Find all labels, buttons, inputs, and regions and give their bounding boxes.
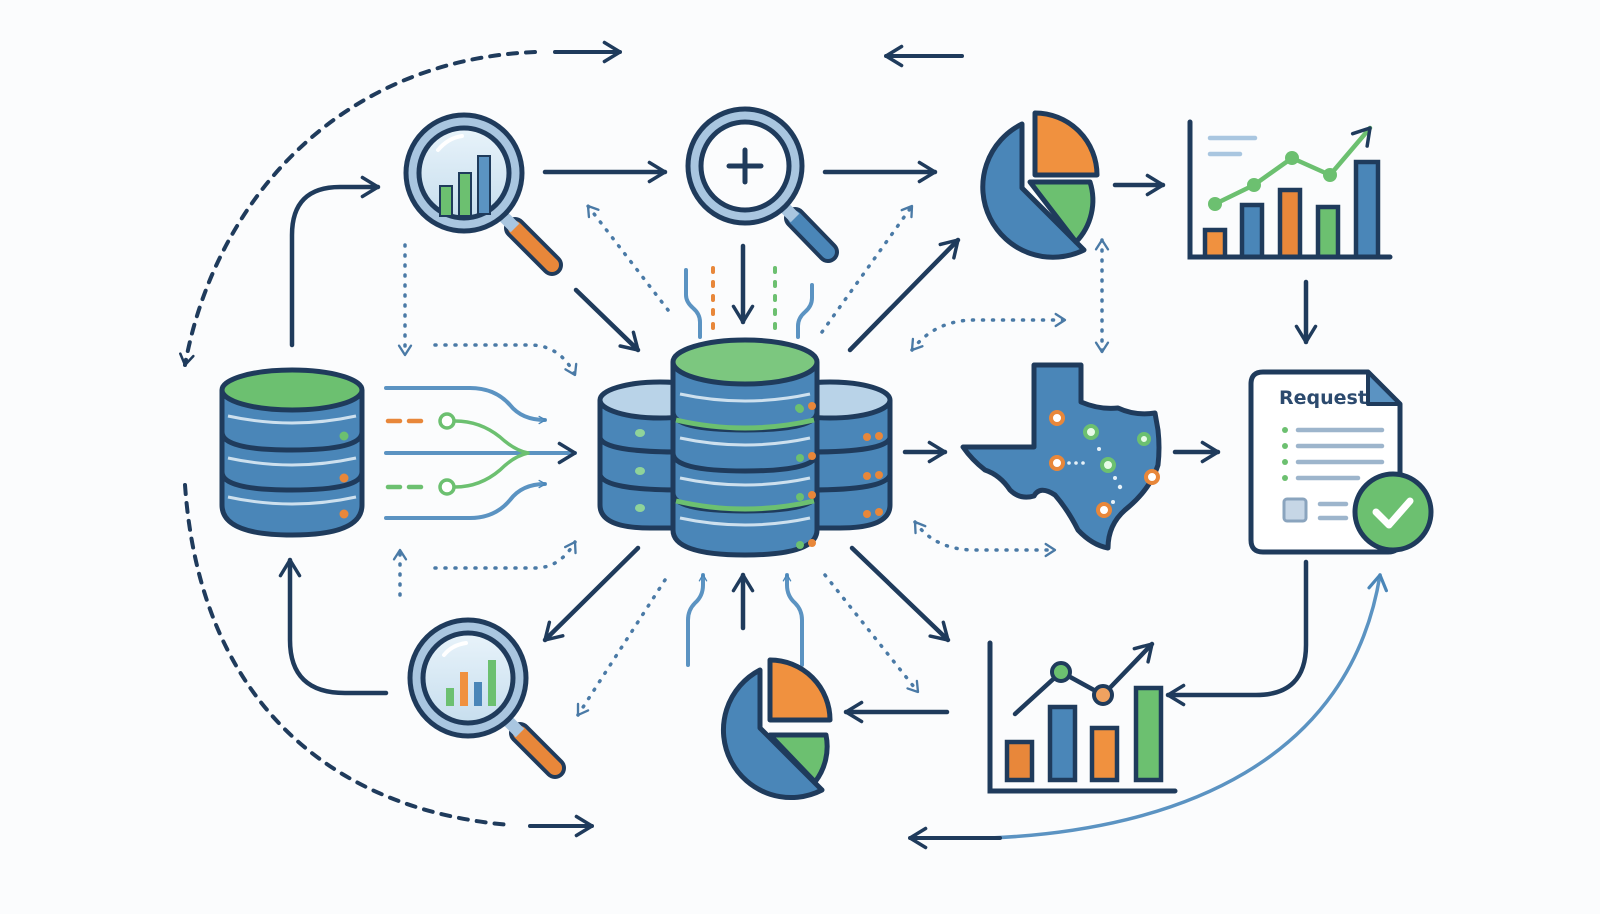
data-stream-lines-bottom bbox=[686, 573, 804, 667]
outer-dashed-loop-bottom bbox=[183, 483, 594, 838]
source-database-icon[interactable] bbox=[219, 367, 365, 538]
request-document-icon[interactable]: Request bbox=[1248, 369, 1434, 555]
solid-connectors bbox=[278, 160, 1318, 724]
bar-chart-trend-icon-top[interactable] bbox=[1187, 119, 1393, 260]
approval-feedback-curve bbox=[988, 573, 1388, 840]
check-badge-icon bbox=[1352, 471, 1434, 553]
outer-dashed-loop-top bbox=[179, 40, 622, 367]
zoom-in-magnifier-icon[interactable] bbox=[685, 106, 839, 263]
checkbox-icon bbox=[1282, 497, 1308, 523]
status-led-orange bbox=[339, 473, 349, 483]
pie-chart-icon-top[interactable] bbox=[980, 110, 1100, 260]
pie-chart-icon-bottom[interactable] bbox=[720, 657, 833, 801]
status-led-green bbox=[339, 431, 349, 441]
magnifier-chart-icon-top[interactable] bbox=[403, 112, 563, 276]
texas-map-icon[interactable] bbox=[960, 362, 1162, 551]
bar-chart-trend-icon-bottom[interactable] bbox=[987, 640, 1178, 794]
data-stream-lines-top bbox=[684, 266, 814, 339]
request-title: Request bbox=[1279, 387, 1367, 409]
dotted-connectors bbox=[392, 204, 1110, 717]
status-led-orange bbox=[339, 509, 349, 519]
central-database-cluster-icon[interactable] bbox=[597, 337, 893, 558]
ingestion-flow-lines bbox=[384, 386, 577, 520]
magnifier-chart-icon-bottom[interactable] bbox=[407, 617, 566, 779]
